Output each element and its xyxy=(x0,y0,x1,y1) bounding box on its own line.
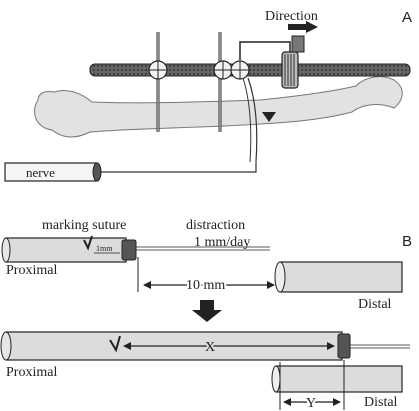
pin-clamps xyxy=(148,60,250,80)
distal-label-top: Distal xyxy=(358,297,392,312)
nerve-tube-a xyxy=(4,162,102,182)
distal-stump-bottom xyxy=(271,365,403,393)
distraction-label: distraction xyxy=(186,218,245,233)
direction-arrow xyxy=(288,21,318,33)
transition-arrow-icon xyxy=(192,300,222,322)
distal-stump-top xyxy=(274,261,403,293)
panel-b: B marking suture distraction 1 mm/day 1m… xyxy=(0,218,412,411)
proximal-label-top: Proximal xyxy=(6,263,57,278)
bone xyxy=(34,76,403,138)
distal-label-bottom: Distal xyxy=(364,395,398,410)
gap-label: 10 mm xyxy=(186,278,225,293)
marking-suture-label: marking suture xyxy=(42,218,126,233)
marking-suture-mark xyxy=(83,235,93,251)
suture-wire xyxy=(98,77,258,173)
proximal-label-bottom: Proximal xyxy=(6,365,57,380)
nerve-label: nerve xyxy=(26,165,55,180)
threaded-rod xyxy=(89,63,411,77)
direction-label: Direction xyxy=(265,9,318,24)
distractor-bracket xyxy=(239,41,291,60)
pointer-triangle-icon xyxy=(262,112,276,122)
marking-suture-mark-bottom xyxy=(109,335,121,353)
x-label: X xyxy=(205,340,215,355)
panel-a-letter: A xyxy=(402,9,412,26)
rate-label: 1 mm/day xyxy=(194,235,250,250)
panel-b-letter: B xyxy=(402,233,412,250)
proximal-stump-top xyxy=(1,237,137,263)
mm-label: 1mm xyxy=(96,244,113,253)
fixation-pins xyxy=(156,32,222,132)
panel-a: A xyxy=(4,9,412,182)
y-label: Y xyxy=(306,396,316,411)
distraction-knob xyxy=(281,35,305,89)
